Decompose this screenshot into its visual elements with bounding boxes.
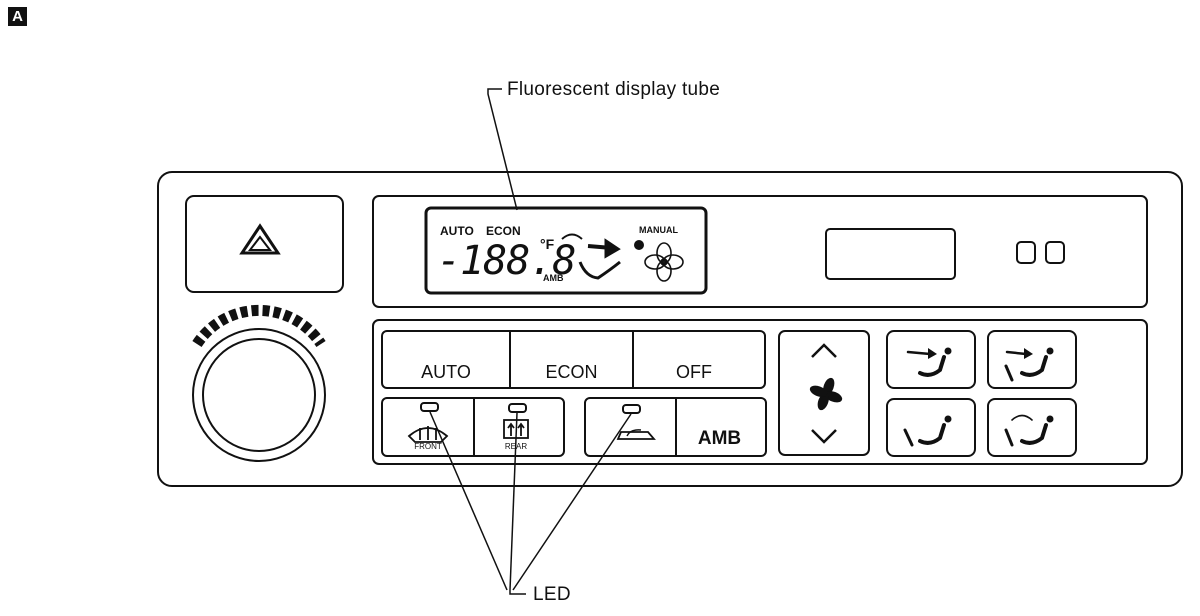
corner-badge: A xyxy=(8,7,27,26)
foot-mode-icon xyxy=(903,415,952,447)
vent-mode-button[interactable] xyxy=(886,330,976,389)
led-callout: LED xyxy=(533,584,571,605)
fan-icon xyxy=(809,377,843,411)
bi-level-mode-button[interactable] xyxy=(987,330,1077,389)
mode-button-group xyxy=(381,330,766,389)
display-amb-label: AMB xyxy=(543,273,564,283)
display-units-label: °F xyxy=(540,236,555,252)
clock-button-left[interactable] xyxy=(1016,241,1036,264)
display-frame xyxy=(372,195,1148,308)
foot-defrost-mode-icon xyxy=(1004,414,1054,447)
econ-button[interactable]: ECON xyxy=(545,362,598,382)
led-leader-2 xyxy=(509,412,518,591)
knob-outer[interactable] xyxy=(192,328,326,462)
hazard-triangle-icon xyxy=(239,223,281,255)
front-defroster-button[interactable]: FRONT xyxy=(414,442,442,451)
amb-button[interactable]: AMB xyxy=(697,428,742,449)
display-fan-icon xyxy=(644,242,684,282)
led-leader-1 xyxy=(429,411,508,591)
led-rear xyxy=(508,403,527,413)
fan-speed-control[interactable] xyxy=(778,330,870,456)
display-auto-label: AUTO xyxy=(440,224,474,238)
chevron-down-icon[interactable] xyxy=(811,429,837,444)
foot-defrost-mode-button[interactable] xyxy=(987,398,1077,457)
bi-level-mode-icon xyxy=(1004,347,1054,382)
display-econ-label: ECON xyxy=(486,224,521,238)
display-tube-leader xyxy=(487,88,518,211)
vent-mode-icon xyxy=(906,347,952,377)
display-temperature-readout: -188.8 xyxy=(437,238,576,284)
off-button[interactable]: OFF xyxy=(676,362,712,382)
knob-inner[interactable] xyxy=(202,338,316,452)
rear-defroster-icon xyxy=(503,419,529,439)
clock-display xyxy=(825,228,956,280)
rear-defroster-button[interactable]: REAR xyxy=(504,442,528,451)
auto-button[interactable]: AUTO xyxy=(421,362,471,382)
panel-outer xyxy=(157,171,1183,487)
display-manual-dot xyxy=(634,240,644,250)
foot-mode-button[interactable] xyxy=(886,398,976,457)
display-airflow-icon xyxy=(578,260,621,280)
fluorescent-display-tube xyxy=(424,206,708,295)
display-manual-label: MANUAL xyxy=(639,225,678,235)
recirculation-icon xyxy=(616,429,656,440)
display-tube-callout: Fluorescent display tube xyxy=(507,79,721,100)
clock-button-right[interactable] xyxy=(1045,241,1065,264)
hazard-button[interactable] xyxy=(185,195,344,293)
temperature-scale-arc xyxy=(192,304,326,348)
chevron-up-icon[interactable] xyxy=(811,343,837,358)
led-leader-tail xyxy=(509,590,526,595)
led-leader-3 xyxy=(512,413,632,591)
controls-frame xyxy=(372,319,1148,465)
led-front xyxy=(420,402,439,412)
front-defroster-icon xyxy=(407,426,449,443)
led-recirc xyxy=(622,404,641,414)
